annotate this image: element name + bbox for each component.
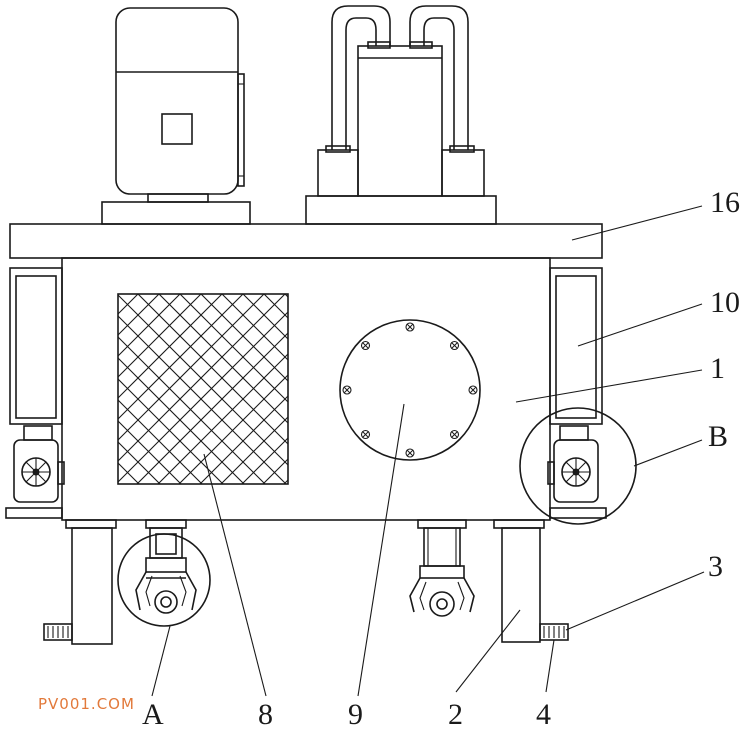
leg-left	[65, 519, 117, 645]
round-hatch	[339, 319, 481, 461]
mesh-line	[158, 294, 288, 424]
side-panel-left	[9, 267, 63, 425]
mesh-line	[179, 294, 288, 403]
mesh-line	[241, 437, 288, 484]
mesh-line	[200, 294, 288, 382]
mesh-line	[118, 441, 161, 484]
detail-circle-a	[117, 533, 211, 627]
mesh-line	[327, 294, 517, 484]
mesh-line	[118, 294, 181, 357]
label-10: 10	[710, 286, 740, 319]
mesh-line	[0, 294, 54, 484]
mesh-line	[118, 294, 244, 420]
mesh-line	[118, 294, 288, 466]
hatch-bolt	[449, 340, 460, 351]
caster-left	[135, 519, 197, 614]
label-1: 1	[710, 352, 725, 385]
detail-circle-b	[519, 407, 637, 525]
mesh-line	[348, 294, 538, 484]
leader-lines	[151, 205, 705, 697]
mesh-line	[118, 378, 224, 484]
watermark: PV001.COM	[38, 695, 135, 713]
foot-pad-left	[43, 623, 73, 641]
mesh-line	[220, 416, 288, 484]
hatch-bolt	[360, 340, 371, 351]
mesh-line	[390, 294, 580, 484]
mesh-line	[118, 294, 160, 336]
foot-pad-right	[539, 623, 569, 641]
mesh-line	[118, 294, 202, 378]
mesh-line	[178, 374, 288, 484]
mesh-line	[136, 332, 288, 484]
mesh-line	[0, 294, 75, 484]
mesh-line	[411, 294, 601, 484]
hatch-bolt	[449, 429, 460, 440]
mesh-line	[118, 315, 287, 484]
label-2: 2	[448, 698, 463, 730]
mesh-line	[242, 294, 288, 340]
hatch-bolt	[405, 322, 415, 332]
mesh-line	[157, 353, 288, 484]
label-4: 4	[536, 698, 551, 730]
mesh-line	[118, 399, 203, 484]
mesh-line	[118, 311, 288, 483]
hatch-bolt	[360, 429, 371, 440]
label-b: B	[708, 420, 728, 453]
mesh-line	[262, 458, 288, 484]
pump-unit	[305, 5, 497, 225]
mesh-line	[199, 395, 288, 484]
motor	[101, 7, 251, 225]
mesh-window	[0, 293, 643, 485]
top-plate	[9, 223, 603, 259]
label-8: 8	[258, 698, 273, 730]
mesh-line	[118, 483, 119, 484]
hatch-bolt	[342, 385, 352, 395]
label-9: 9	[348, 698, 363, 730]
mesh-line	[284, 294, 288, 298]
fan-left	[5, 425, 65, 519]
mesh-line	[118, 294, 265, 441]
fan-right	[547, 425, 607, 519]
mesh-line	[453, 294, 643, 484]
label-3: 3	[708, 550, 723, 583]
mesh-line	[118, 336, 266, 484]
mesh-line	[118, 420, 182, 484]
leg-right	[493, 519, 545, 643]
mesh-line	[118, 294, 223, 399]
caster-right	[409, 519, 475, 617]
mesh-line	[137, 294, 288, 445]
side-panel-right	[549, 267, 603, 425]
label-16: 16	[710, 186, 740, 219]
hatch-bolt	[468, 385, 478, 395]
mesh-line	[118, 357, 245, 484]
mesh-line	[118, 294, 286, 462]
mesh-line	[283, 479, 288, 484]
mesh-line	[369, 294, 559, 484]
label-a: A	[142, 698, 164, 730]
hatch-bolt	[405, 448, 415, 458]
mesh-line	[306, 294, 496, 484]
